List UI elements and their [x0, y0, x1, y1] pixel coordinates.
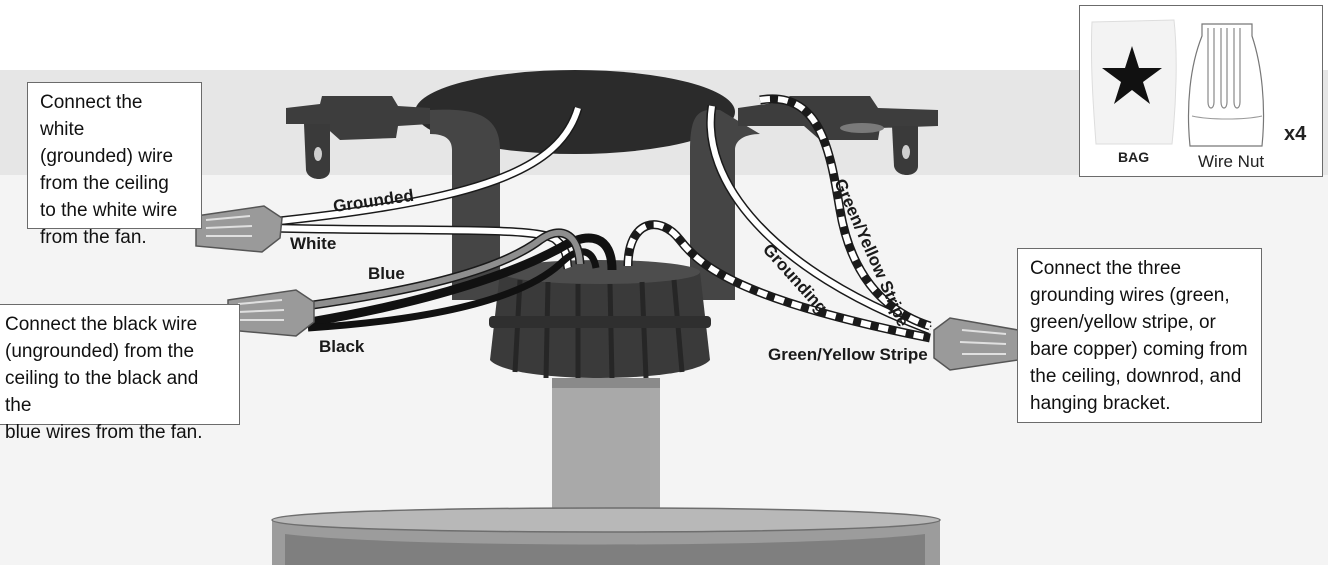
quantity-label: x4	[1284, 123, 1307, 145]
callout-black-wire: Connect the black wire (ungrounded) from…	[0, 304, 240, 443]
downrod	[552, 378, 660, 508]
fan-housing	[271, 507, 941, 565]
wire-nuts	[195, 205, 1019, 371]
label-green-yellow-bottom: Green/Yellow Stripe	[768, 345, 928, 364]
wire-nut-white	[195, 205, 283, 253]
wire-nut-icon	[1187, 23, 1265, 147]
parts-box: BAG Wire Nut x4	[1079, 5, 1323, 177]
wires	[269, 94, 932, 343]
star-icon	[1102, 46, 1162, 104]
callout-grounding-wires: Connect the three grounding wires (green…	[1017, 248, 1262, 423]
wire-nut-label: Wire Nut	[1198, 152, 1265, 171]
hanging-bracket	[286, 96, 938, 300]
label-blue: Blue	[368, 264, 405, 283]
parts-illustration	[1090, 19, 1265, 147]
label-white: White	[290, 234, 336, 253]
label-black: Black	[319, 337, 365, 356]
black-ceiling-wire	[309, 233, 617, 327]
fan-canopy	[489, 260, 711, 381]
callout-white-wire: Connect the white (grounded) wire from t…	[27, 82, 202, 248]
bag-label: BAG	[1118, 149, 1150, 165]
